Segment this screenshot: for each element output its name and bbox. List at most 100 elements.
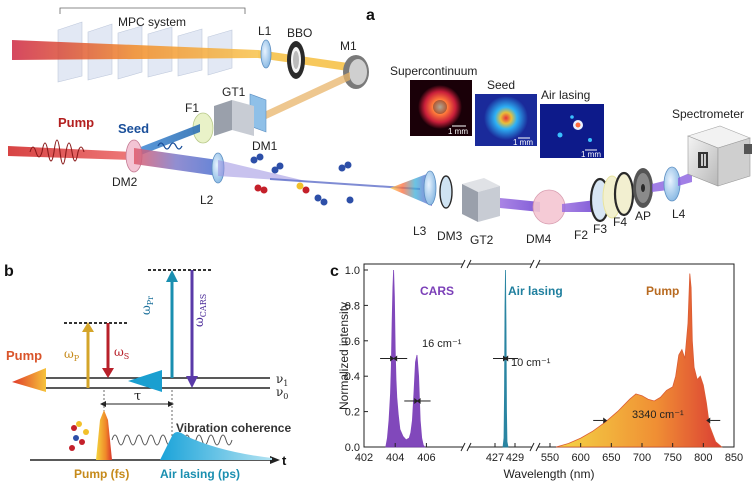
- beam-m1-dm1: [264, 72, 350, 120]
- omega-p-label: ωP: [64, 347, 80, 363]
- bbo-label: BBO: [287, 26, 312, 40]
- x-tick-label: 850: [725, 452, 743, 464]
- lens-l4: [663, 166, 681, 202]
- pump-cone: [12, 368, 46, 392]
- x-axis-label: Wavelength (nm): [504, 467, 595, 481]
- beam-dm4-filters: [562, 200, 596, 212]
- y-tick-label: 0.0: [345, 442, 360, 454]
- omega-pr-arrowhead: [166, 270, 178, 282]
- axis-break-mark: [460, 442, 466, 452]
- seed-wiggle: [157, 142, 183, 150]
- inset-air-lasing: Air lasing 1 mm: [540, 88, 604, 159]
- focusing-beam: [218, 160, 310, 182]
- dm1-label: DM1: [252, 139, 278, 153]
- legend-cars: CARS: [420, 284, 454, 298]
- omega-p-arrowhead: [82, 322, 94, 332]
- l1-label: L1: [258, 24, 272, 38]
- y-tick-label: 1.0: [345, 265, 360, 277]
- fwhm-air-right-head: [504, 355, 509, 362]
- fwhm-cars-2-left-head: [414, 397, 419, 404]
- dm3-label: DM3: [437, 229, 463, 243]
- l4-label: L4: [672, 207, 686, 221]
- x-tick-label: 404: [386, 452, 404, 464]
- axis-break-mark: [529, 259, 535, 269]
- axis-break-gap: [532, 443, 538, 451]
- tau-arrowhead-right: [168, 401, 174, 407]
- y-tick-label: 0.6: [345, 336, 360, 348]
- beam-gt2-dm4: [500, 198, 540, 212]
- beam-to-spectrometer: [678, 172, 692, 186]
- bbo-crystal: [287, 41, 305, 79]
- annotation-16: 16 cm⁻¹: [422, 338, 462, 350]
- v0-label: ν0: [276, 385, 288, 401]
- beam-to-m1: [258, 50, 355, 72]
- panel-a: a MPC system L1 BBO: [8, 7, 752, 247]
- f1-label: F1: [185, 101, 199, 115]
- glan-taylor-gt2: [462, 178, 500, 222]
- dm2-label: DM2: [112, 175, 138, 189]
- seed-label: Seed: [118, 121, 149, 136]
- x-tick-label: 406: [417, 452, 435, 464]
- l2-label: L2: [200, 193, 214, 207]
- y-axis-label: Normalized intensity: [337, 302, 351, 410]
- series-pump: [555, 273, 723, 448]
- spectrometer: [687, 125, 752, 187]
- aperture-ap: [633, 168, 653, 208]
- lens-l3: [423, 170, 437, 206]
- x-tick-label: 700: [633, 452, 651, 464]
- f2-label: F2: [574, 228, 588, 242]
- panel-b-letter: b: [4, 263, 14, 280]
- mirror-m1: [343, 55, 369, 89]
- y-tick-label: 0.8: [345, 300, 360, 312]
- air-lasing-ps-label: Air lasing (ps): [160, 467, 240, 481]
- annotation-10: 10 cm⁻¹: [511, 357, 551, 369]
- axis-break-mark: [535, 259, 541, 269]
- axis-break-mark: [529, 442, 535, 452]
- inset-air-lasing-title: Air lasing: [541, 88, 590, 102]
- glan-taylor-gt1: [214, 100, 254, 136]
- air-lasing-pulse: [160, 432, 272, 460]
- inset-supercontinuum: Supercontinuum 1 mm: [390, 64, 477, 136]
- seed-beam: [133, 124, 200, 158]
- dm4-label: DM4: [526, 232, 552, 246]
- pump-fs-label: Pump (fs): [74, 467, 129, 481]
- filter-stack: [589, 171, 635, 223]
- plot-frame: [363, 263, 735, 448]
- l3-label: L3: [413, 224, 427, 238]
- axis-break-gap: [463, 443, 469, 451]
- pump-beam-upper: [12, 40, 258, 60]
- axis-break-gap: [463, 260, 469, 268]
- diverging-beam: [390, 172, 432, 206]
- x-tick-label: 650: [602, 452, 620, 464]
- x-tick-label: 550: [541, 452, 559, 464]
- tau-arrowhead-left: [100, 401, 106, 407]
- vibration-label: Vibration coherence: [176, 421, 291, 435]
- f4-label: F4: [613, 215, 627, 229]
- t-label: t: [282, 453, 287, 468]
- f3-label: F3: [593, 222, 607, 236]
- annotation-3340: 3340 cm⁻¹: [632, 409, 684, 421]
- fwhm-pump-right-head: [706, 417, 711, 424]
- panel-c-letter: c: [330, 263, 339, 280]
- inset-seed: Seed 1 mm: [475, 78, 537, 147]
- mpc-bracket: [59, 7, 246, 14]
- m1-label: M1: [340, 39, 357, 53]
- omega-pr-label: ωPr: [139, 296, 155, 315]
- panel-a-letter: a: [366, 7, 375, 24]
- fwhm-cars-1-right-head: [393, 355, 398, 362]
- x-tick-label: 750: [663, 452, 681, 464]
- inset-supercontinuum-scale: 1 mm: [448, 127, 468, 136]
- x-tick-label: 800: [694, 452, 712, 464]
- legend-air-lasing: Air lasing: [508, 284, 563, 298]
- y-tick-label: 0.4: [345, 371, 360, 383]
- tau-label: τ: [134, 389, 141, 404]
- x-tick-label: 429: [506, 452, 524, 464]
- x-tick-label: 427: [486, 452, 504, 464]
- combined-beam: [134, 148, 218, 176]
- inset-seed-title: Seed: [487, 78, 515, 92]
- dm4: [532, 189, 566, 225]
- axis-break-mark: [466, 442, 472, 452]
- time-axis-arrowhead: [270, 456, 280, 464]
